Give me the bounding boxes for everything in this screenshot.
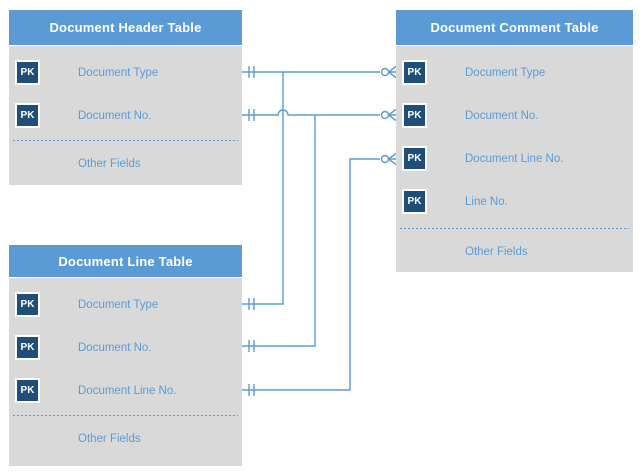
entity-document-line-table: Document Line Table PK Document Type PK …	[9, 245, 242, 466]
table-title: Document Header Table	[9, 10, 242, 46]
pk-badge: PK	[15, 103, 40, 128]
field-label: Document No.	[78, 341, 152, 354]
connector-line	[242, 109, 380, 347]
pk-badge: PK	[15, 378, 40, 403]
pk-badge: PK	[402, 146, 427, 171]
entity-document-comment-table: Document Comment Table PK Document Type …	[396, 10, 633, 272]
connector-line	[242, 158, 380, 391]
pk-badge: PK	[402, 189, 427, 214]
field-label: Document No.	[465, 109, 539, 122]
connector-document-no	[242, 108, 397, 352]
entity-document-header-table: Document Header Table PK Document Type P…	[9, 10, 242, 185]
other-fields-row: Other Fields	[9, 416, 242, 462]
other-fields-label: Other Fields	[78, 433, 141, 445]
field-row: PK Document Type	[9, 51, 242, 94]
table-body: PK Document Type PK Document No. PK Docu…	[396, 46, 633, 272]
zero-or-many-marker	[380, 108, 397, 122]
other-fields-row: Other Fields	[396, 229, 633, 275]
zero-or-many-marker	[380, 65, 397, 79]
field-label: Document Type	[78, 298, 159, 311]
pk-badge: PK	[402, 103, 427, 128]
connector-document-line-no	[242, 152, 397, 396]
zero-or-many-marker	[380, 152, 397, 166]
field-row: PK Document Line No.	[9, 369, 242, 412]
pk-badge: PK	[15, 335, 40, 360]
zero-circle	[380, 110, 390, 120]
field-label: Document Line No.	[465, 152, 564, 165]
crow-foot	[388, 65, 397, 79]
pk-badge: PK	[402, 60, 427, 85]
field-separator	[13, 140, 238, 141]
field-row: PK Line No.	[396, 180, 633, 223]
pk-badge: PK	[15, 60, 40, 85]
crow-foot	[388, 108, 397, 122]
one-marker	[248, 109, 255, 352]
other-fields-row: Other Fields	[9, 141, 242, 187]
other-fields-label: Other Fields	[465, 246, 528, 258]
one-marker	[248, 66, 255, 310]
table-title: Document Line Table	[9, 245, 242, 278]
connector-document-type	[242, 65, 397, 310]
table-body: PK Document Type PK Document No. PK Docu…	[9, 278, 242, 466]
field-label: Document Line No.	[78, 384, 177, 397]
zero-circle	[380, 67, 390, 77]
field-label: Document Type	[78, 66, 159, 79]
table-body: PK Document Type PK Document No. Other F…	[9, 46, 242, 185]
crow-foot	[388, 152, 397, 166]
pk-badge: PK	[15, 292, 40, 317]
zero-circle	[380, 154, 390, 164]
connector-line	[242, 71, 380, 305]
field-separator	[13, 415, 238, 416]
one-marker	[248, 384, 255, 396]
field-label: Document Type	[465, 66, 546, 79]
field-row: PK Document Line No.	[396, 137, 633, 180]
field-row: PK Document Type	[396, 51, 633, 94]
field-row: PK Document No.	[396, 94, 633, 137]
field-row: PK Document Type	[9, 283, 242, 326]
field-separator	[400, 228, 629, 229]
field-row: PK Document No.	[9, 94, 242, 137]
table-title: Document Comment Table	[396, 10, 633, 46]
field-label: Document No.	[78, 109, 152, 122]
field-label: Line No.	[465, 195, 508, 208]
field-row: PK Document No.	[9, 326, 242, 369]
other-fields-label: Other Fields	[78, 158, 141, 170]
